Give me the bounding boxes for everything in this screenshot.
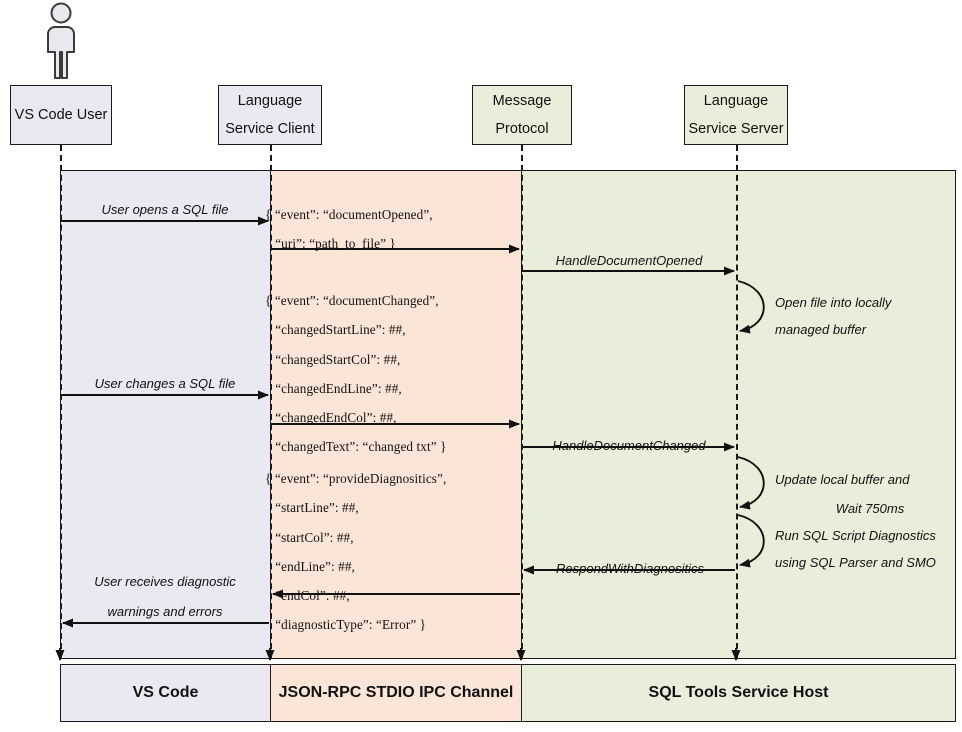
legend-host-label: SQL Tools Service Host <box>648 684 829 701</box>
swimlane-band-vscode <box>60 170 271 659</box>
message-provide-diagnositics: { “event”: “provideDiagnositics”, “start… <box>265 471 447 633</box>
caption-respond-with-diagnositics: RespondWithDiagnositics <box>555 561 704 576</box>
participant-language-service-server: Language Service Server <box>684 85 788 145</box>
note-open-buffer-line2: managed buffer <box>775 322 867 337</box>
lifeline-message-protocol <box>521 145 523 659</box>
participant-label-line1: VS Code User <box>14 106 108 123</box>
caption-user-changes-sql-file: User changes a SQL file <box>94 376 236 391</box>
swimlane-band-service-host <box>521 170 956 659</box>
participant-vscode-user: VS Code User <box>10 85 112 145</box>
participant-label-line1: Language <box>703 92 769 109</box>
caption-user-receives-line2: warnings and errors <box>107 604 223 619</box>
caption-user-opens-sql-file: User opens a SQL file <box>101 202 229 217</box>
message-document-opened: { “event”: “documentOpened”, “uri”: “pat… <box>265 207 433 252</box>
swimlane-band-ipc-channel <box>270 170 522 659</box>
note-update-buffer-line1: Update local buffer and <box>775 472 910 487</box>
note-open-buffer-line1: Open file into locally <box>775 295 892 310</box>
legend-vscode-label: VS Code <box>132 684 199 701</box>
legend-ipc-channel: JSON-RPC STDIO IPC Channel <box>270 664 522 722</box>
caption-user-receives-line1: User receives diagnostic <box>94 574 236 589</box>
participant-label-line1: Language <box>237 92 303 109</box>
legend-service-host: SQL Tools Service Host <box>521 664 956 722</box>
caption-handle-document-opened: HandleDocumentOpened <box>555 253 703 268</box>
participant-label-line2: Protocol <box>495 121 549 137</box>
legend-ipc-label: JSON-RPC STDIO IPC Channel <box>278 684 514 701</box>
lifeline-language-service-client <box>270 145 272 659</box>
participant-label-line2: Service Client <box>225 121 315 137</box>
note-run-diagnostics-line2: using SQL Parser and SMO <box>775 555 936 570</box>
note-run-diagnostics-line1: Run SQL Script Diagnostics <box>775 528 936 543</box>
participant-message-protocol: Message Protocol <box>472 85 572 145</box>
caption-handle-document-changed: HandleDocumentChanged <box>552 438 706 453</box>
legend-vscode: VS Code <box>60 664 271 722</box>
participant-language-service-client: Language Service Client <box>218 85 322 145</box>
lifeline-language-service-server <box>736 145 738 659</box>
participant-label-line2: Service Server <box>688 121 784 137</box>
note-update-buffer-line2: Wait 750ms <box>835 501 905 516</box>
message-document-changed: { “event”: “documentChanged”, “changedSt… <box>265 293 447 455</box>
participant-label-line1: Message <box>492 92 552 109</box>
lifeline-vscode-user <box>60 145 62 659</box>
user-actor-icon <box>47 2 75 79</box>
